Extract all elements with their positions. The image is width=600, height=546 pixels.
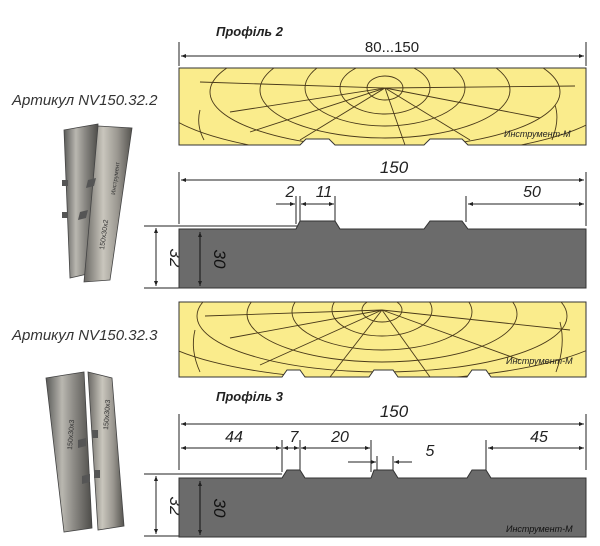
profile2-watermark: Инструмент-М — [504, 129, 571, 139]
profile2-article: Артикул NV150.32.2 — [12, 92, 158, 109]
profile3-metal-section: 30 Инструмент-М — [178, 469, 587, 538]
knife3-label-b: 150x30x3 — [103, 399, 112, 430]
profile3-dim-small: 5 — [426, 443, 435, 460]
knife2-label-a: 150x30x2 — [99, 219, 110, 250]
profile3-dim-total: 150 — [380, 402, 409, 421]
knife3-label-a: 150x30x3 — [67, 419, 76, 450]
profile2-metal-section: 30 — [178, 220, 587, 289]
profile2-dim-groove: 11 — [316, 184, 333, 201]
profile2-board-width-label: 80...150 — [365, 39, 419, 56]
profile2-dim-total: 150 — [380, 158, 409, 177]
profile3-dim-groove: 7 — [290, 429, 300, 446]
knife-photo-profile3: 150x30x3 150x30x3 — [45, 371, 125, 533]
wood-grain-rings — [179, 68, 586, 145]
profile3-watermark-metal: Инструмент-М — [506, 524, 573, 534]
profile2-dim-right: 50 — [523, 184, 541, 201]
profile2-title: Профіль 2 — [216, 24, 283, 39]
profile2-dim-depth: 30 — [210, 250, 229, 269]
profile2-dim-edge: 2 — [285, 184, 295, 201]
profile2-board-width-dim: 80...150 — [178, 39, 587, 66]
knife-photo-profile2: 150x30x2 Инструмент — [62, 123, 133, 283]
profile2-wood-board: Инструмент-М — [178, 67, 587, 146]
profile3-dim-right: 45 — [530, 429, 548, 446]
profile3-article: Артикул NV150.32.3 — [12, 327, 158, 344]
profile3-title: Профіль 3 — [216, 389, 283, 404]
profile3-watermark: Инструмент-М — [506, 356, 573, 366]
knife2-label-b: Инструмент — [111, 161, 122, 195]
profile3-dim-gap: 20 — [330, 429, 349, 446]
profile3-dim-left: 44 — [225, 429, 243, 446]
profile3-dim-depth: 30 — [210, 499, 229, 518]
